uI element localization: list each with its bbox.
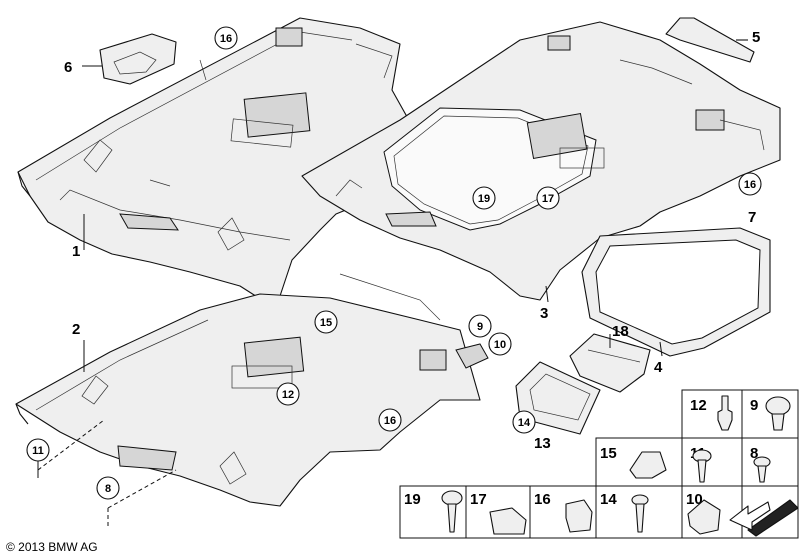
svg-text:9: 9 <box>477 321 483 333</box>
screw-11-icon <box>692 449 712 483</box>
screw-14-icon <box>631 494 649 533</box>
callout-16a: 16 <box>214 26 238 50</box>
callout-12: 12 <box>276 382 300 406</box>
svg-text:14: 14 <box>518 417 531 429</box>
cell-9 <box>741 389 799 439</box>
callout-9: 9 <box>468 314 492 338</box>
svg-text:16: 16 <box>384 415 396 427</box>
svg-text:11: 11 <box>32 445 44 457</box>
label-6: 6 <box>64 59 72 76</box>
grid-label-14: 14 <box>600 491 617 508</box>
foam-pad-icon <box>565 499 593 533</box>
svg-text:16: 16 <box>744 179 756 191</box>
holder-10-icon <box>687 499 721 535</box>
callout-10: 10 <box>488 332 512 356</box>
part-5-trim <box>665 17 755 63</box>
svg-text:19: 19 <box>478 193 490 205</box>
part-6-cover <box>82 33 177 85</box>
svg-text:16: 16 <box>220 33 232 45</box>
grid-label-8: 8 <box>750 445 758 462</box>
grid-label-19: 19 <box>404 491 421 508</box>
callout-17: 17 <box>536 186 560 210</box>
copyright-text: © 2013 BMW AG <box>6 540 98 554</box>
rivet-8-icon <box>753 456 771 483</box>
part-numbers: 1 2 3 4 5 6 7 13 18 <box>64 29 760 452</box>
part-18-cover <box>569 333 651 393</box>
callout-16b: 16 <box>738 172 762 196</box>
label-2: 2 <box>72 321 80 338</box>
svg-text:15: 15 <box>320 317 332 329</box>
grid-label-17: 17 <box>470 491 487 508</box>
adhesive-tape-arrow-icon <box>729 499 799 537</box>
callout-19: 19 <box>472 186 496 210</box>
holder-icon <box>629 451 667 479</box>
grid-label-16: 16 <box>534 491 551 508</box>
headliner-1 <box>17 17 421 301</box>
grid-label-9: 9 <box>750 397 758 414</box>
callout-11: 11 <box>26 438 50 462</box>
headliner-2 <box>15 273 489 507</box>
label-7: 7 <box>748 209 756 226</box>
label-18: 18 <box>612 323 629 340</box>
label-1: 1 <box>72 243 80 260</box>
callout-15: 15 <box>314 310 338 334</box>
grid-label-15: 15 <box>600 445 617 462</box>
screw-19-icon <box>441 490 463 533</box>
grid-label-10: 10 <box>686 491 703 508</box>
callout-14: 14 <box>512 410 536 434</box>
label-4: 4 <box>654 359 663 376</box>
svg-text:17: 17 <box>542 193 554 205</box>
part-4-seal <box>581 227 771 357</box>
label-3: 3 <box>540 305 548 322</box>
rivet-icon <box>717 395 733 431</box>
label-5: 5 <box>752 29 760 46</box>
circled-callouts: 16 16 16 19 17 15 9 10 12 14 11 8 <box>26 26 762 500</box>
cell-11 <box>681 437 743 487</box>
parts-grid: 12 9 15 11 8 19 17 16 14 10 <box>399 389 799 539</box>
callout-8: 8 <box>96 476 120 500</box>
svg-text:12: 12 <box>282 389 294 401</box>
clip-9-icon <box>765 396 791 431</box>
lead-lines <box>37 214 611 526</box>
grid-label-12: 12 <box>690 397 707 414</box>
callout-16c: 16 <box>378 408 402 432</box>
svg-text:8: 8 <box>105 483 111 495</box>
clip-17-icon <box>489 507 527 535</box>
label-13: 13 <box>534 435 551 452</box>
svg-text:10: 10 <box>494 339 506 351</box>
